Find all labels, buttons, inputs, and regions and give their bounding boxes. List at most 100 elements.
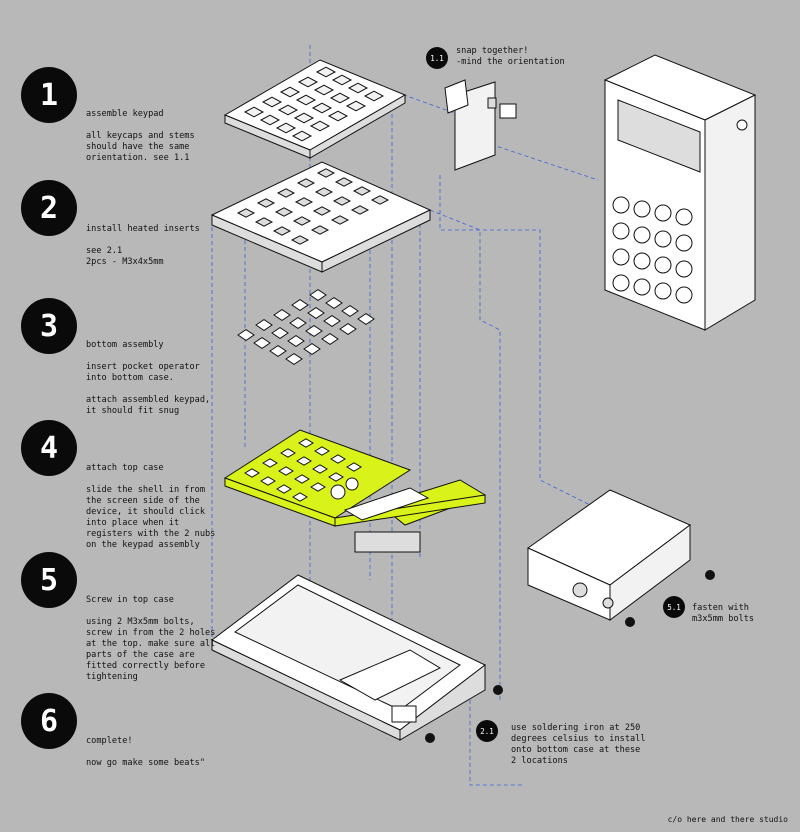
device-button (654, 230, 672, 248)
key-stem (269, 344, 287, 358)
device-button (612, 196, 630, 214)
insert-hole (334, 177, 354, 187)
callout-2-1-badge: 2.1 (476, 720, 498, 742)
step-5-body: using 2 M3x5mm bolts, screw in from the … (86, 617, 216, 682)
key-stem (287, 334, 305, 348)
callout-2-1-text: use soldering iron at 250 degrees celsiu… (511, 723, 646, 766)
board-switch (314, 446, 330, 456)
key-stem (273, 308, 291, 322)
callout-5-1-badge: 5.1 (663, 596, 685, 618)
device-button (633, 278, 651, 296)
keycap (295, 94, 317, 106)
insert-hole (330, 215, 350, 225)
board-switch (262, 458, 278, 468)
key-stem (303, 342, 321, 356)
keycap (331, 74, 353, 86)
step-2-body: see 2.1 2pcs - M3x4x5mm (86, 246, 164, 267)
board-switch (280, 448, 296, 458)
keypad-mat (223, 59, 407, 159)
insert-hole (294, 197, 314, 207)
step-1-body: all keycaps and stems should have the sa… (86, 131, 195, 163)
step-3-badge: 3 (21, 298, 77, 354)
device-button (633, 252, 651, 270)
top-shell (526, 489, 715, 627)
board-switch (330, 454, 346, 464)
step-6-body: now go make some beats" (86, 758, 205, 768)
board-switch (296, 456, 312, 466)
keycap (327, 110, 349, 122)
insert-hole (274, 207, 294, 217)
insert-hole (310, 225, 330, 235)
step-1-text: assemble keypad all keycaps and stems sho… (86, 87, 195, 164)
board-switch (276, 484, 292, 494)
studio-credit: c/o here and there studio (667, 815, 788, 824)
insert-hole (350, 205, 370, 215)
device-button (612, 274, 630, 292)
insert-hole (314, 187, 334, 197)
snap-detail (444, 79, 517, 171)
device-button (675, 286, 693, 304)
key-stem (357, 312, 375, 326)
step-5-title: Screw in top case (86, 595, 174, 605)
step-3-body: insert pocket operator into bottom case.… (86, 362, 211, 416)
insert-hole (256, 198, 276, 208)
keycap (309, 120, 331, 132)
key-stem (341, 304, 359, 318)
step-1-badge: 1 (21, 67, 77, 123)
insert-hole (296, 178, 316, 188)
device-button (633, 226, 651, 244)
step-2-text: install heated inserts see 2.1 2pcs - M3x… (86, 202, 200, 268)
insert-hole (236, 208, 256, 218)
keycap (347, 82, 369, 94)
board-switch (244, 468, 260, 478)
step-4-body: slide the shell in from the screen side … (86, 485, 216, 550)
keycap (243, 106, 265, 118)
device-button (654, 204, 672, 222)
insert-hole (254, 217, 274, 227)
key-stem (289, 316, 307, 330)
board-switch (292, 492, 308, 502)
device-button (633, 200, 651, 218)
board-switch (312, 464, 328, 474)
insert-hole (352, 186, 372, 196)
keycap (329, 92, 351, 104)
board-switch (278, 466, 294, 476)
keycap (297, 76, 319, 88)
keycap (315, 66, 337, 78)
step-2-title: install heated inserts (86, 224, 200, 234)
board-switch (298, 438, 314, 448)
step-6-title: complete! (86, 736, 133, 746)
step-6-badge: 6 (21, 693, 77, 749)
insert-hole (276, 188, 296, 198)
step-6-text: complete! now go make some beats" (86, 714, 205, 769)
callout-1-1-badge: 1.1 (426, 47, 448, 69)
insert-hole (316, 168, 336, 178)
device-button (675, 260, 693, 278)
callout-5-1-text: fasten with m3x5mm bolts (692, 603, 755, 624)
keycap (311, 102, 333, 114)
keycap (291, 130, 313, 142)
key-stem (309, 288, 327, 302)
device-button (654, 256, 672, 274)
board-switch (328, 472, 344, 482)
keycap (277, 104, 299, 116)
keycap (293, 112, 315, 124)
key-stem (285, 352, 303, 366)
keycap (261, 96, 283, 108)
keycap (363, 90, 385, 102)
key-stem (291, 298, 309, 312)
step-5-text: Screw in top case using 2 M3x5mm bolts, s… (86, 573, 215, 683)
keycap (313, 84, 335, 96)
device-button (654, 282, 672, 300)
keycap (259, 114, 281, 126)
board-switch (346, 462, 362, 472)
device-button (675, 208, 693, 226)
step-4-badge: 4 (21, 420, 77, 476)
board-switch (294, 474, 310, 484)
device-button (612, 222, 630, 240)
step-1-title: assemble keypad (86, 109, 164, 119)
key-stem (325, 296, 343, 310)
key-stem (305, 324, 323, 338)
device-button (675, 234, 693, 252)
